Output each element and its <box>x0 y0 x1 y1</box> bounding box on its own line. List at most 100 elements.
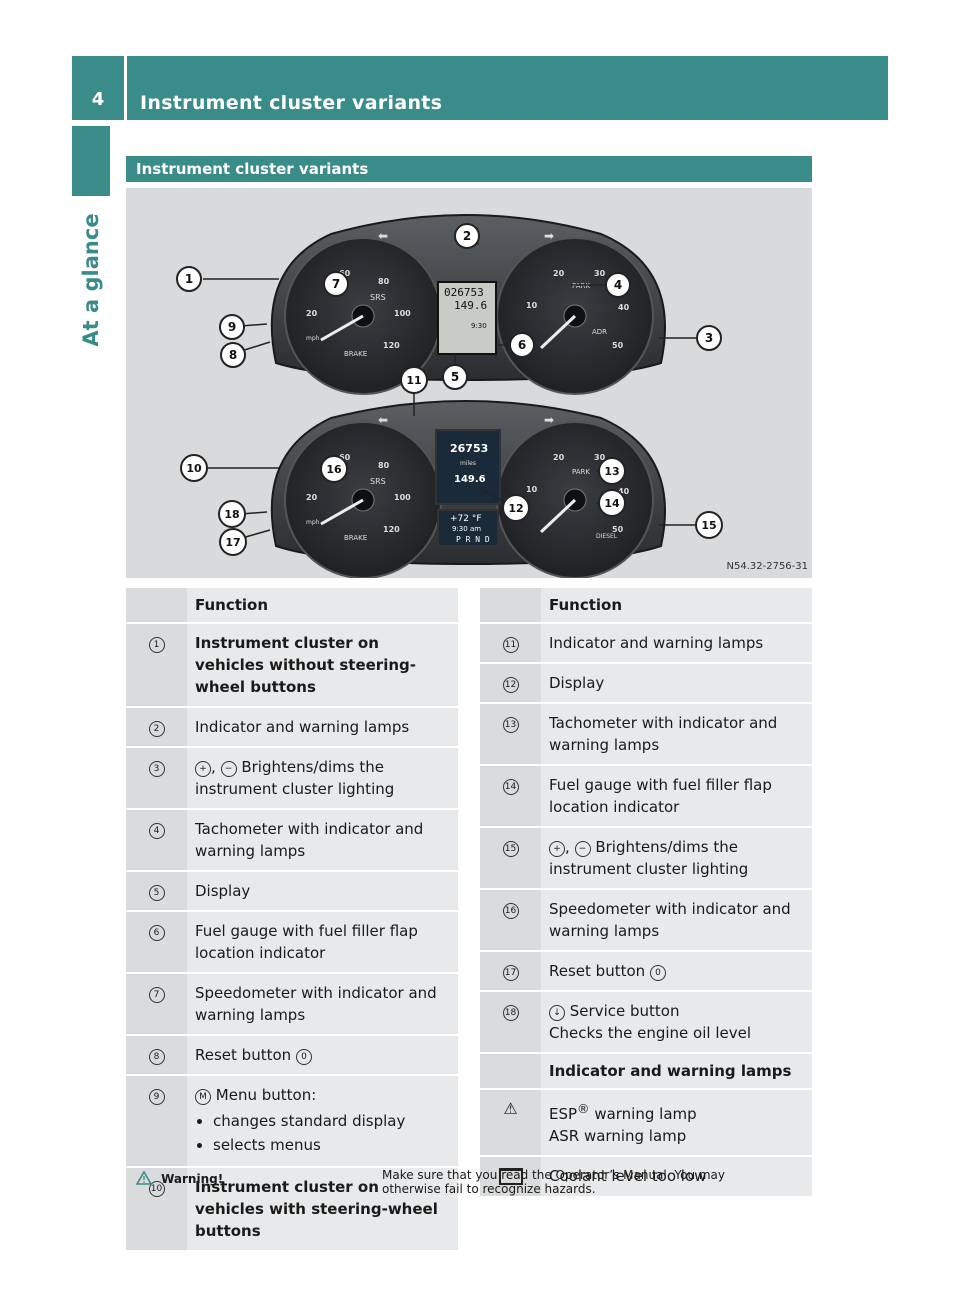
reset-icon: 0 <box>649 965 666 981</box>
svg-text:DIESEL: DIESEL <box>596 533 618 540</box>
svg-text:2: 2 <box>463 229 471 243</box>
svg-text:miles: miles <box>460 460 476 467</box>
svg-text:10: 10 <box>186 462 202 475</box>
minus-icon: − <box>574 841 591 857</box>
table-header-row: Function <box>126 588 458 624</box>
svg-text:BRAKE: BRAKE <box>344 350 367 358</box>
svg-text:100: 100 <box>394 309 411 318</box>
svg-text:BRAKE: BRAKE <box>344 534 367 542</box>
svg-text:120: 120 <box>383 525 400 534</box>
svg-text:80: 80 <box>378 461 390 470</box>
svg-text:30: 30 <box>594 269 606 278</box>
svg-text:PARK: PARK <box>572 282 590 290</box>
svg-text:15: 15 <box>701 519 716 532</box>
svg-text:mph: mph <box>306 335 320 342</box>
svg-text:⬅: ⬅ <box>378 413 388 427</box>
callout-15: 15 <box>695 511 723 539</box>
svg-text:⬅: ⬅ <box>378 229 388 243</box>
svg-text:20: 20 <box>306 493 318 502</box>
warning-block: Warning! <box>135 1168 224 1187</box>
svg-text:4: 4 <box>614 278 622 292</box>
svg-text:8: 8 <box>229 348 237 362</box>
svg-text:9: 9 <box>228 320 236 334</box>
svg-text:➡: ➡ <box>544 229 554 243</box>
svg-text:10: 10 <box>526 301 538 310</box>
svg-text:ADR: ADR <box>592 328 607 336</box>
callouts: 1 2 3 4 5 6 7 8 9 10 11 12 13 14 15 16 1… <box>176 223 723 556</box>
figure-code: N54.32-2756-31 <box>726 561 809 572</box>
table-row: Coolant level too low <box>480 1156 812 1198</box>
callout-6: 6 <box>509 332 535 358</box>
table-subheader: Indicator and warning lamps <box>541 1053 812 1090</box>
warning-text: Make sure that you read the Operator’s M… <box>382 1168 726 1196</box>
svg-text:SRS: SRS <box>370 293 386 302</box>
warning-triangle-icon <box>135 1170 153 1185</box>
table-row: 9M Menu button: changes standard display… <box>126 1075 458 1168</box>
svg-text:7: 7 <box>332 277 340 291</box>
svg-text:100: 100 <box>394 493 411 502</box>
svg-text:40: 40 <box>618 303 630 312</box>
plus-icon: + <box>195 761 211 777</box>
svg-text:026753: 026753 <box>444 286 484 299</box>
svg-text:149.6: 149.6 <box>454 299 487 312</box>
svg-text:149.6: 149.6 <box>454 474 486 485</box>
svg-text:20: 20 <box>553 269 565 278</box>
svg-text:20: 20 <box>553 453 565 462</box>
warning-label: Warning! <box>161 1172 224 1186</box>
svg-text:50: 50 <box>612 341 624 350</box>
menu-icon: M <box>195 1089 211 1105</box>
coolant-icon <box>498 1168 523 1185</box>
svg-text:17: 17 <box>225 536 240 549</box>
callout-3: 3 <box>696 325 722 351</box>
display-bottom <box>435 429 501 505</box>
svg-text:50: 50 <box>612 525 624 534</box>
reset-icon: 0 <box>295 1049 312 1065</box>
svg-text:16: 16 <box>326 463 342 476</box>
svg-text:80: 80 <box>378 277 390 286</box>
svg-text:P R N D: P R N D <box>456 535 490 544</box>
svg-text:18: 18 <box>224 508 239 521</box>
callout-2: 2 <box>454 223 480 249</box>
side-tab-label: At a glance <box>79 213 103 347</box>
callout-7: 7 <box>323 271 349 297</box>
svg-text:6: 6 <box>518 338 526 352</box>
callout-4: 4 <box>605 272 631 298</box>
svg-text:26753: 26753 <box>450 442 488 455</box>
svg-text:30: 30 <box>594 453 606 462</box>
table-header-row: Function <box>480 588 812 624</box>
svg-text:11: 11 <box>406 374 421 387</box>
callout-9: 9 <box>219 314 245 340</box>
svg-text:12: 12 <box>508 502 523 515</box>
side-tab-block <box>72 126 110 196</box>
svg-text:SRS: SRS <box>370 477 386 486</box>
section-title: Instrument cluster variants <box>126 156 812 182</box>
service-icon: ↓ <box>549 1005 565 1021</box>
svg-text:13: 13 <box>604 465 619 478</box>
minus-icon: − <box>220 761 237 777</box>
cluster-illustration: 026753 149.6 9:30 SRS BRAKE PARK ADR 60 … <box>176 214 723 579</box>
instrument-cluster-figure: 026753 149.6 9:30 SRS BRAKE PARK ADR 60 … <box>126 188 812 579</box>
callout-11: 11 <box>400 366 428 394</box>
header-separator <box>124 56 127 120</box>
table-subheader-row: Indicator and warning lamps <box>480 1053 812 1090</box>
svg-text:3: 3 <box>705 331 713 345</box>
svg-text:14: 14 <box>604 497 620 510</box>
callout-18: 18 <box>218 500 246 528</box>
svg-text:➡: ➡ <box>544 413 554 427</box>
